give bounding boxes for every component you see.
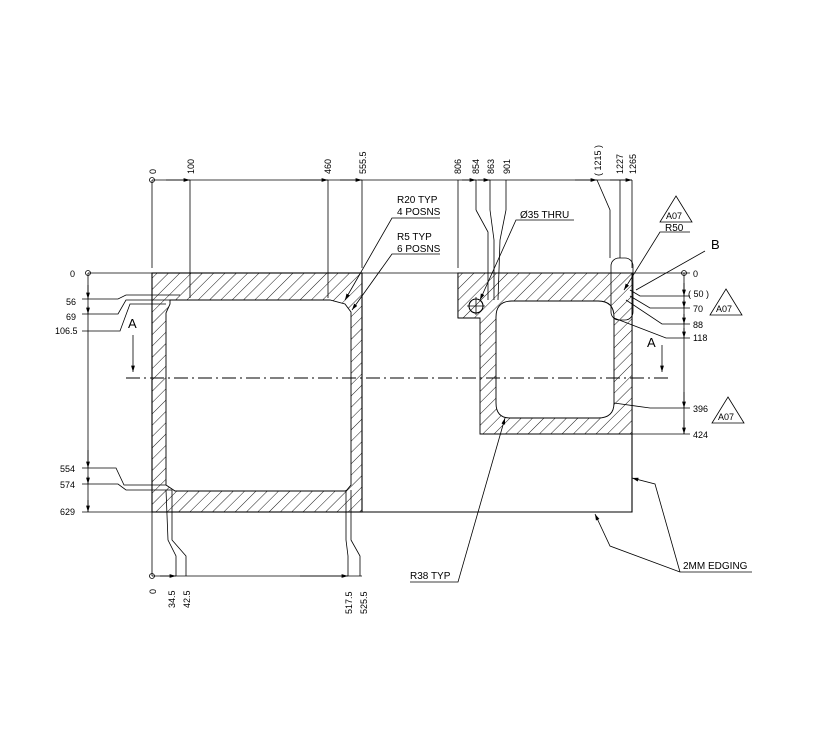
left-dimension-labels: 0 56 69 106.5 554 574 629 [55,269,78,517]
revision-tag-3: A07 [711,396,745,424]
right-dimension-line [613,270,690,435]
dim-right-424: 424 [693,430,708,440]
dim-bottom-517-5: 517.5 [344,591,354,614]
dim-left-574: 574 [60,480,75,490]
section-label-right: A [647,335,656,350]
note-r38: R38 TYP [410,571,451,582]
dim-top-854: 854 [471,159,481,174]
section-label-left: A [128,316,137,331]
dim-right-396: 396 [693,404,708,414]
detail-label-b: B [711,237,720,252]
revision-tag-2-label: A07 [716,304,732,314]
dim-right-0: 0 [693,269,698,279]
top-dimension-line [149,177,633,301]
dim-left-106-5: 106.5 [55,326,78,336]
dim-bottom-525-5: 525.5 [359,591,369,614]
note-edging: 2MM EDGING [683,561,748,572]
revision-tag-1-label: A07 [666,211,682,221]
dim-top-460: 460 [323,159,333,174]
note-6-posns: 6 POSNS [397,244,441,255]
bottom-dimension-line [149,489,362,579]
dim-right-50: ( 50 ) [688,289,709,299]
dim-bottom-42-5: 42.5 [182,590,192,608]
dim-top-806: 806 [453,159,463,174]
note-r5: R5 TYP [397,232,432,243]
dim-top-555-5: 555.5 [358,151,368,174]
dim-left-69: 69 [66,312,76,322]
dim-left-0: 0 [70,269,75,279]
left-frame [151,272,363,513]
dim-right-70: 70 [693,304,703,314]
section-line-a [126,335,672,379]
left-dimension-line [82,270,180,513]
note-r50: R50 [665,223,684,234]
right-dimension-labels: 0 ( 50 ) 70 88 118 396 424 [688,269,709,440]
dim-top-901: 901 [502,159,512,174]
note-texts: R20 TYP 4 POSNS R5 TYP 6 POSNS Ø35 THRU … [397,195,748,582]
dim-top-100: 100 [186,159,196,174]
dim-top-1265: 1265 [628,154,638,174]
dim-top-1215: ( 1215 ) [593,145,603,176]
dim-bottom-0: 0 [148,589,158,594]
note-leaders [344,217,752,583]
note-4-posns: 4 POSNS [397,207,441,218]
revision-tag-1: A07 [659,195,693,223]
dim-top-0: 0 [148,169,158,174]
dim-top-863: 863 [486,159,496,174]
note-r20: R20 TYP [397,195,438,206]
top-dimension-labels: 0 100 460 555.5 806 854 863 901 ( 1215 )… [148,145,638,176]
dim-left-56: 56 [66,297,76,307]
dim-left-629: 629 [60,507,75,517]
note-hole: Ø35 THRU [520,210,569,221]
bottom-dimension-labels: 0 34.5 42.5 517.5 525.5 [148,589,369,614]
dim-top-1227: 1227 [615,154,625,174]
revision-tag-2: A07 [709,288,743,316]
dim-left-554: 554 [60,464,75,474]
dim-right-88: 88 [693,320,703,330]
revision-tag-3-label: A07 [718,412,734,422]
dim-right-118: 118 [693,333,707,343]
dim-bottom-34-5: 34.5 [167,590,177,608]
